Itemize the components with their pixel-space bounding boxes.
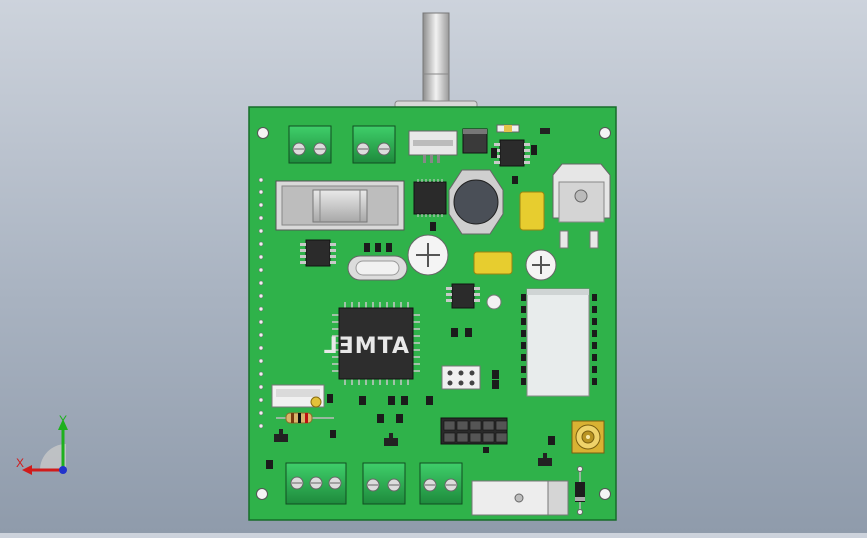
edge-pin-holes	[258, 177, 264, 429]
tantalum-cap-2	[473, 251, 513, 275]
soic-left	[300, 239, 336, 267]
transistors	[274, 429, 552, 466]
jumper-header	[441, 365, 481, 390]
terminal-block-bottom-2	[362, 462, 406, 505]
electrolytic-cap-1	[407, 234, 449, 276]
smd-row-1	[364, 222, 436, 252]
smd-2	[531, 145, 537, 155]
smd-left-1	[327, 394, 333, 403]
qfp-small	[413, 179, 447, 217]
sma-connector	[571, 420, 605, 454]
mcu-logo: ATMEL	[322, 334, 409, 359]
pin-header	[440, 417, 508, 445]
smd-row-2	[359, 294, 597, 423]
terminal-block-bottom-3	[419, 462, 463, 505]
trimmer	[310, 396, 322, 408]
axis-x-label: X	[16, 456, 25, 470]
fuse-holder	[275, 180, 405, 231]
test-pad	[486, 294, 502, 310]
antenna-connector	[408, 130, 458, 163]
diode-top	[462, 128, 488, 154]
smd-br-2	[483, 447, 489, 453]
soic-center	[446, 283, 480, 309]
rf-module	[526, 288, 590, 397]
crystal	[347, 255, 408, 281]
battery-holder	[471, 480, 569, 516]
smd-br-3	[266, 460, 273, 469]
soic-top	[494, 139, 530, 167]
smd-br-1	[548, 436, 555, 445]
axial-diode	[575, 466, 585, 515]
terminal-block-top-2	[352, 125, 396, 164]
terminal-block-bottom-1	[285, 462, 347, 505]
electrolytic-cap-2	[525, 249, 557, 281]
voltage-regulator	[552, 163, 611, 249]
resistor	[276, 412, 334, 424]
smd-left-2	[330, 430, 336, 438]
mounting-holes	[256, 127, 611, 500]
axis-triad	[22, 419, 68, 475]
inductor	[448, 169, 504, 235]
smd-3	[512, 176, 518, 184]
axis-y-label: Y	[59, 413, 68, 427]
terminal-block-top-1	[288, 125, 332, 164]
led-top	[496, 124, 520, 133]
mcu-chip	[332, 302, 420, 385]
smd-1	[491, 148, 497, 158]
tantalum-cap-1	[519, 191, 545, 231]
smd-top-right	[540, 128, 550, 134]
